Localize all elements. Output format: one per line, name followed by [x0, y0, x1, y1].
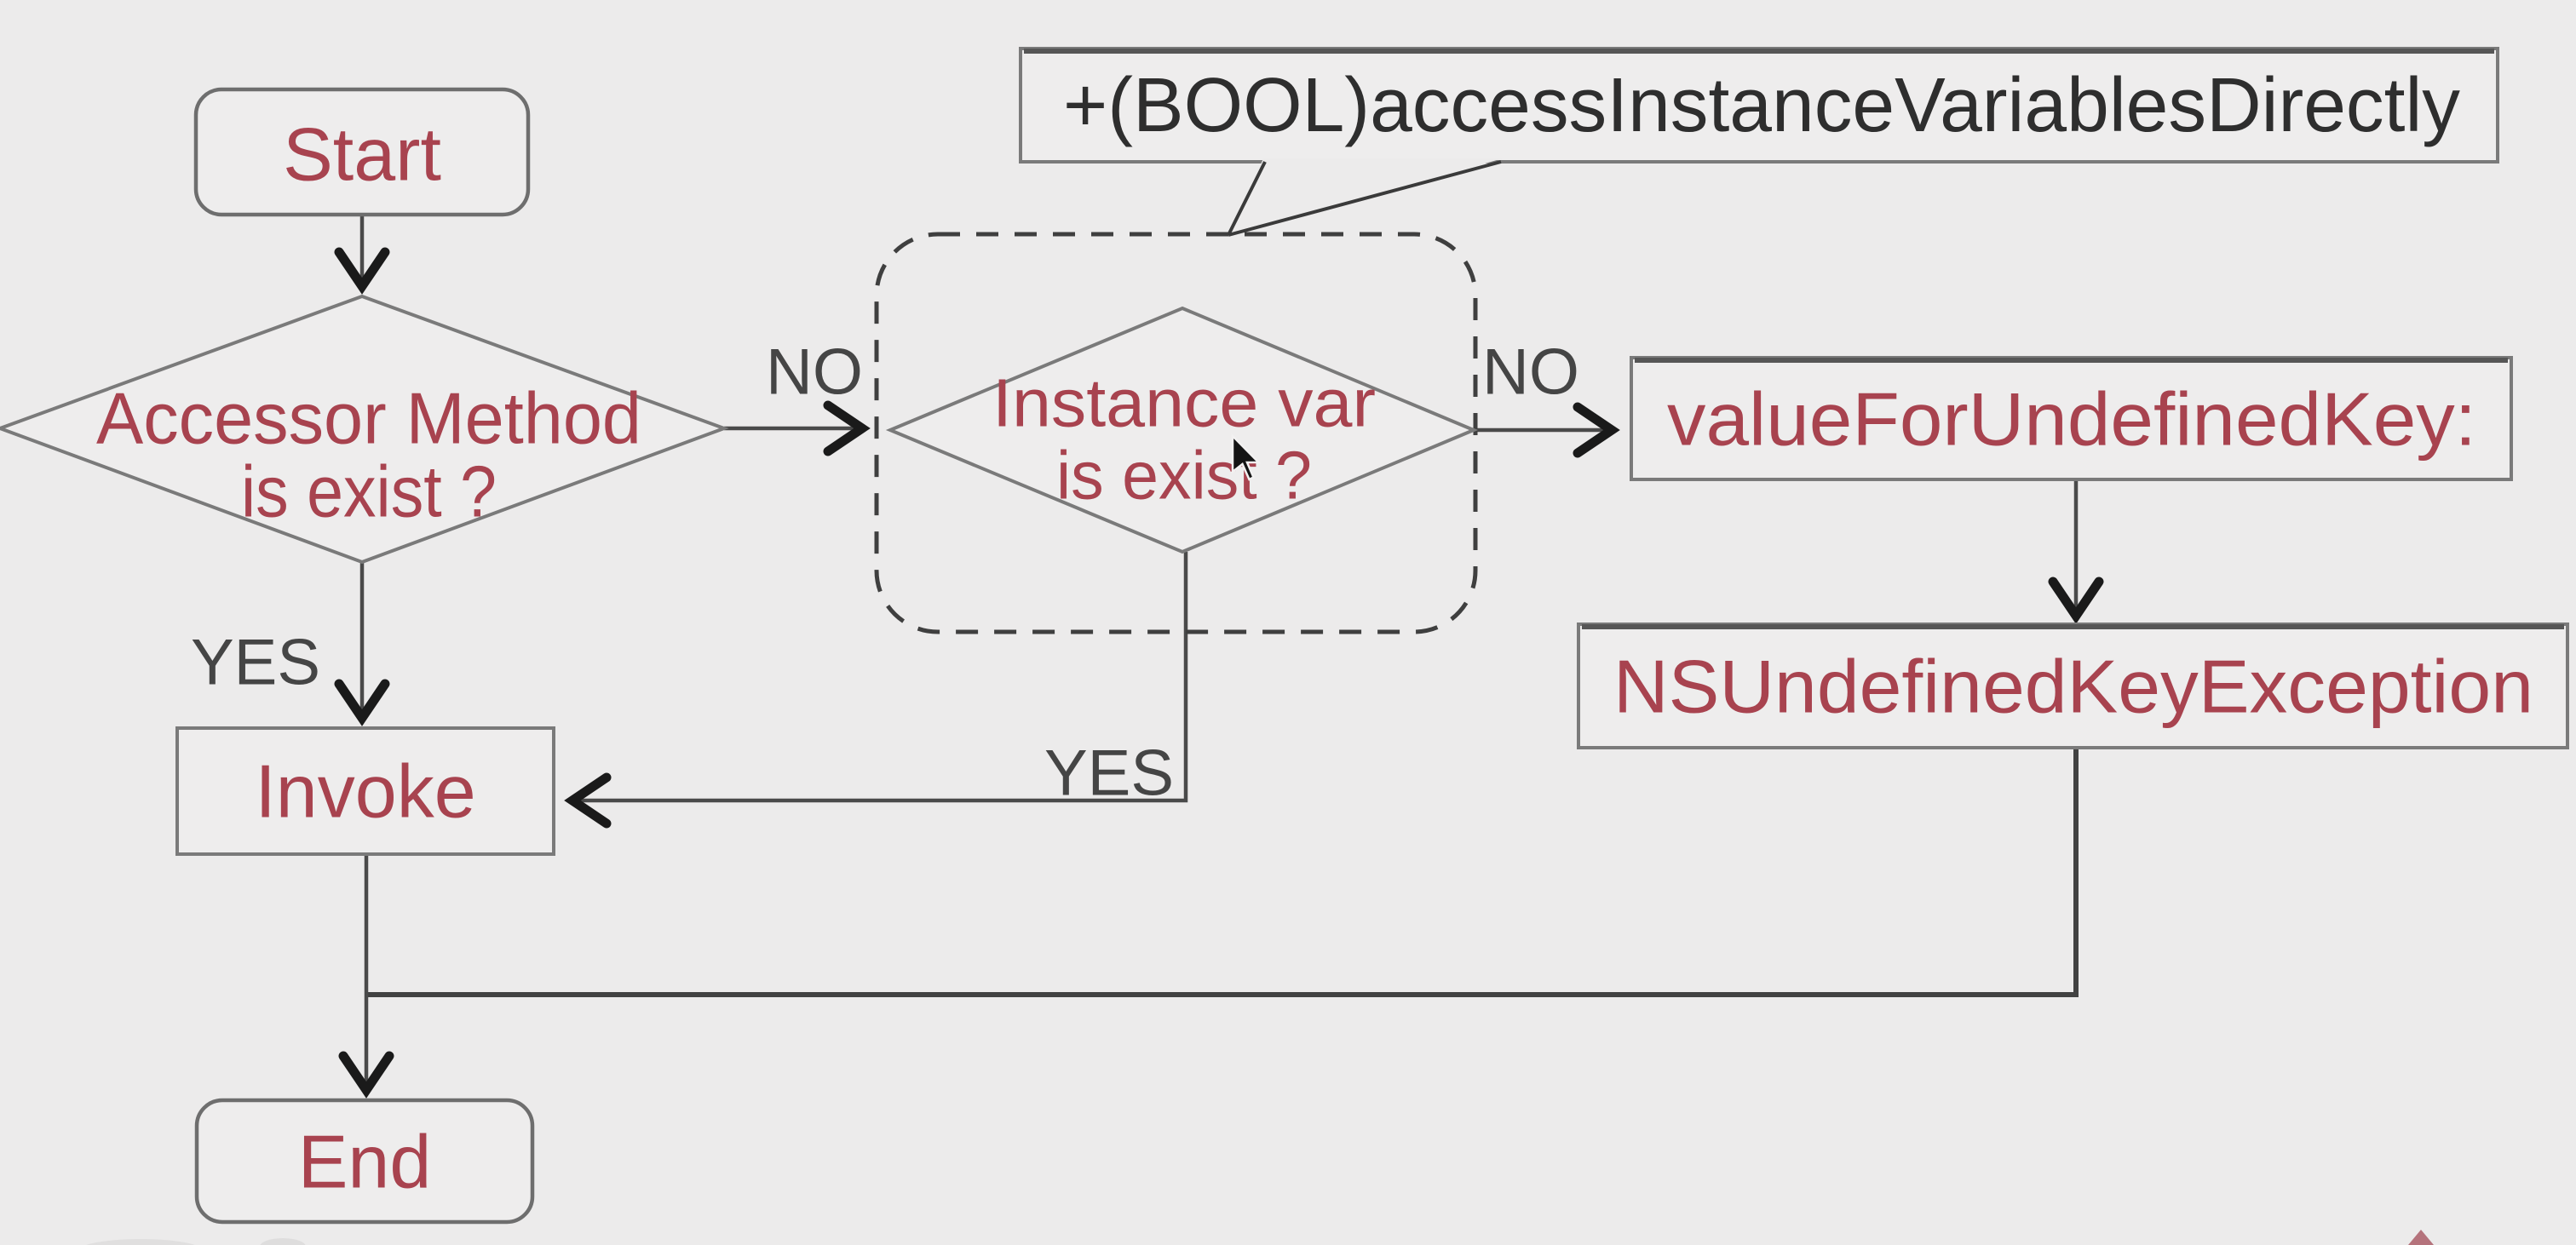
node-instance-var: [885, 306, 1479, 554]
dashed-region-box: [874, 232, 1478, 634]
edge-exception-merge-line: [366, 748, 2079, 997]
red-pointer-tip-icon: [2408, 1230, 2434, 1245]
node-accessor-method: [0, 294, 729, 565]
callout-box: [1019, 47, 2499, 164]
node-value-for-undefined-key: [1630, 356, 2513, 481]
bottom-edge-smudge: [260, 1238, 306, 1245]
mouse-cursor-icon: [1231, 433, 1262, 481]
node-ns-undefined-key-exception: [1577, 622, 2569, 749]
callout-tail-left-line: [1227, 161, 1267, 236]
node-instance-var-label-line1: Instance var: [992, 365, 1376, 441]
node-accessor-method-label-line2: is exist ?: [241, 452, 497, 533]
node-ns-undefined-key-exception-label: NSUndefinedKeyException: [1613, 645, 2533, 729]
callout-tail-right-line: [1228, 160, 1502, 237]
node-start: [193, 87, 531, 217]
edge-instance-yes-line: [564, 552, 1188, 829]
node-value-for-undefined-key-label: valueForUndefinedKey:: [1667, 377, 2476, 462]
node-accessor-method-label-line1: Accessor Method: [96, 379, 641, 460]
edge-instance-no-label: NO: [1482, 336, 1579, 409]
edge-accessor-yes-label: YES: [191, 627, 320, 699]
node-instance-var-label-line2: is exist ?: [1056, 438, 1312, 513]
bottom-edge-smudge: [86, 1239, 195, 1245]
node-start-label: Start: [283, 112, 441, 197]
callout-label: +(BOOL)accessInstanceVariablesDirectly: [1063, 63, 2460, 148]
edge-accessor-no-label: NO: [766, 336, 863, 409]
node-end: [194, 1098, 535, 1225]
edge-instance-yes-label: YES: [1044, 737, 1174, 810]
node-end-label: End: [298, 1120, 432, 1204]
node-invoke-label: Invoke: [255, 749, 475, 834]
node-invoke: [175, 726, 555, 856]
